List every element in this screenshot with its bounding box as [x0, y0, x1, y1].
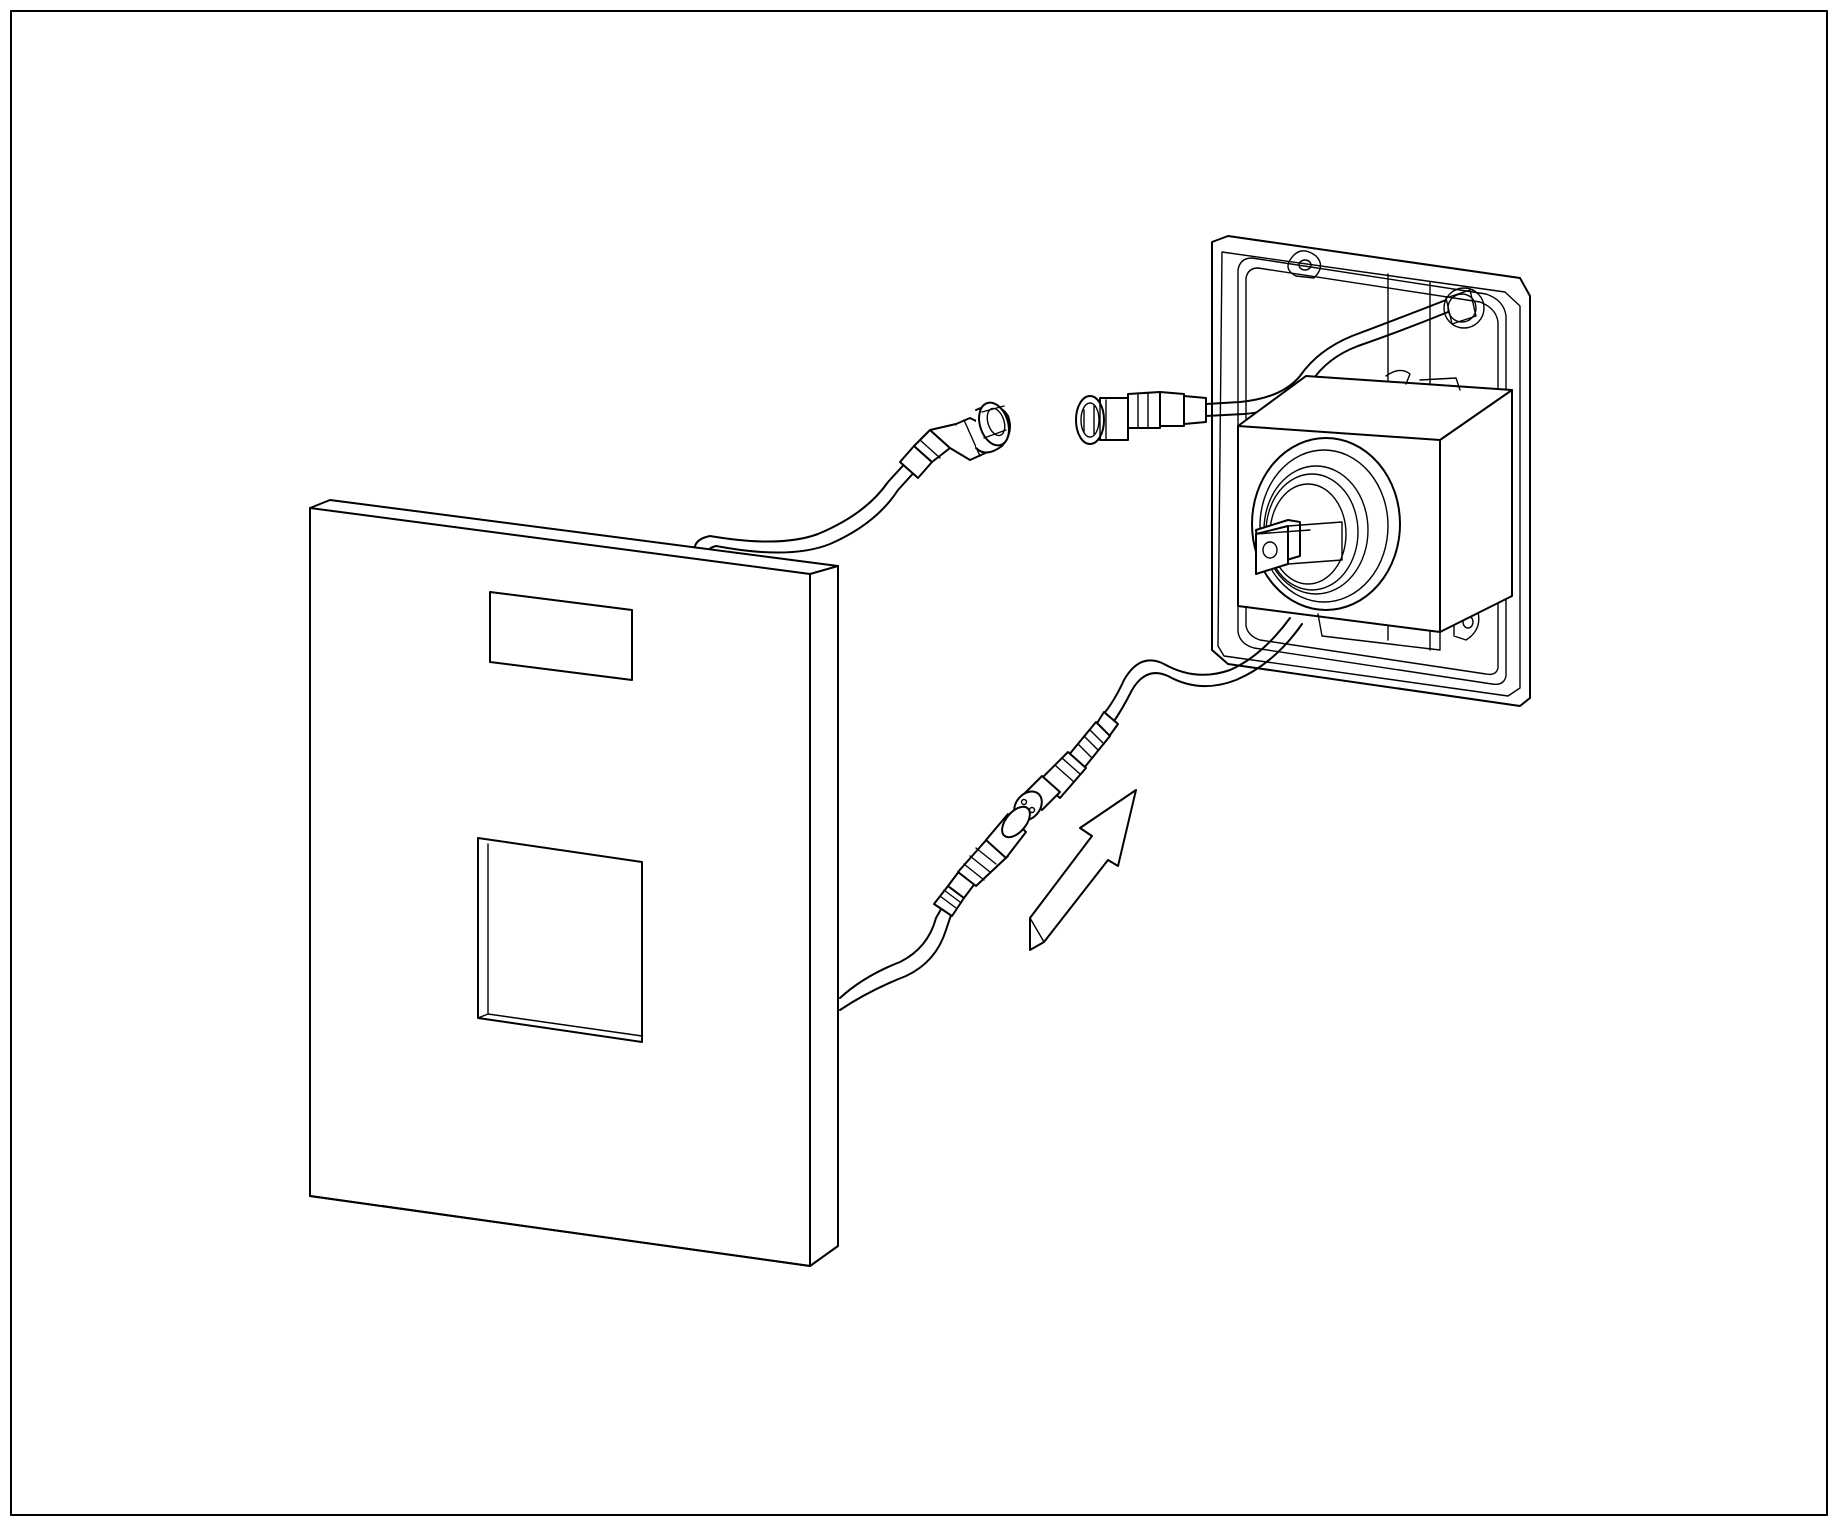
- figure-border: [10, 10, 1828, 1516]
- plate-lower-cable: [839, 903, 953, 1011]
- back-box-lower-cable: [1101, 617, 1303, 725]
- female-dc-socket: [933, 805, 1031, 917]
- insertion-arrow: [1029, 789, 1137, 951]
- wall-connector: [1075, 391, 1207, 445]
- plate-top-window: [489, 591, 633, 681]
- plate-upper-cable: [693, 457, 919, 567]
- male-dc-plug: [1013, 711, 1119, 822]
- plate-threaded-connector: [899, 401, 1011, 479]
- plate-sensor-window: [477, 837, 643, 1043]
- valve-block: [1237, 369, 1513, 651]
